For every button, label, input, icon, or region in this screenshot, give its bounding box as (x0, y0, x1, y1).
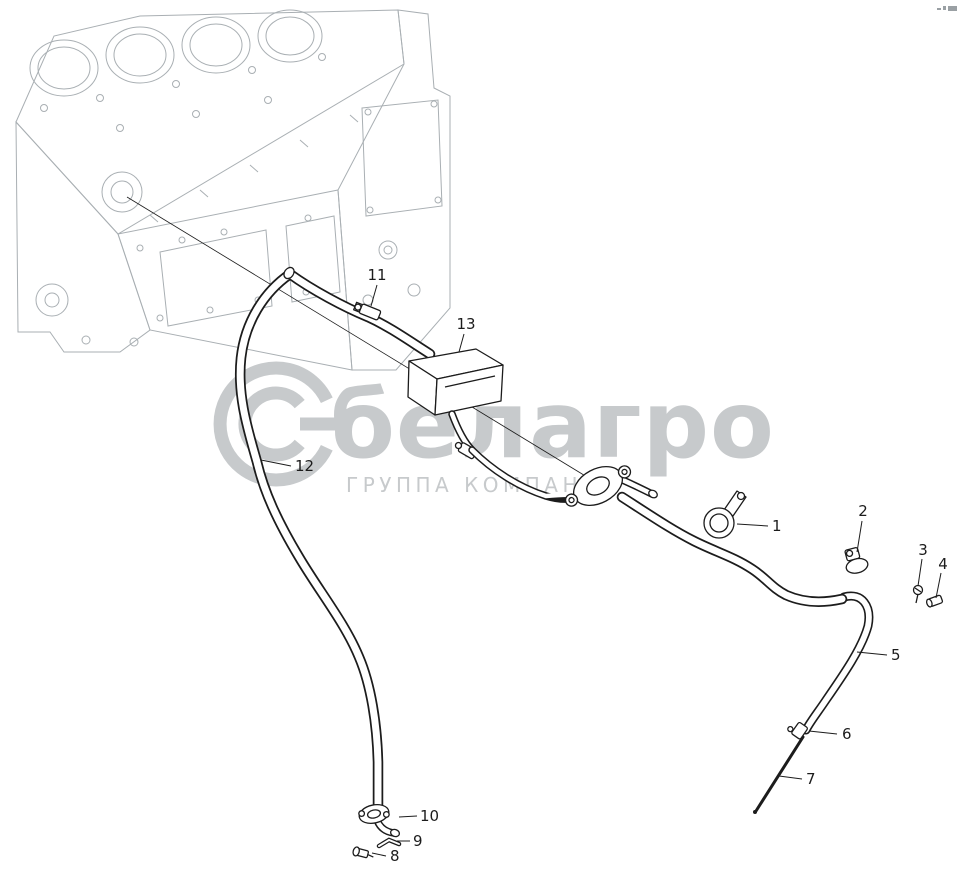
cylinder-bores (29, 9, 323, 97)
corner-mark (937, 6, 957, 11)
part-7-dipstick (753, 735, 805, 814)
tube-flange (564, 465, 658, 507)
callout-6: 6 (808, 725, 852, 743)
part-1-clamp (703, 490, 747, 539)
callout-label-5: 5 (891, 646, 901, 664)
callout-label-7: 7 (806, 770, 816, 788)
callout-label-10: 10 (420, 807, 439, 825)
part-8-bolt (352, 846, 374, 859)
part-4-bolt (925, 594, 944, 608)
callout-label-4: 4 (938, 555, 948, 573)
part-3-screw (912, 584, 924, 604)
callout-label-3: 3 (918, 541, 928, 559)
callouts: 1 2 3 4 5 6 7 8 (260, 266, 948, 865)
part-9-bracket (376, 837, 402, 849)
callout-label-6: 6 (842, 725, 852, 743)
dipstick-port-hole (101, 171, 143, 213)
callout-2: 2 (856, 502, 868, 553)
callout-4: 4 (935, 555, 948, 599)
callout-12: 12 (260, 457, 314, 475)
hose-joint (283, 266, 295, 280)
callout-3: 3 (917, 541, 928, 587)
callout-label-12: 12 (295, 457, 314, 475)
part-5-tube (801, 591, 874, 735)
callout-9: 9 (397, 832, 423, 850)
deck-bolt-holes (40, 53, 326, 132)
callout-10: 10 (398, 807, 439, 825)
part-10-elbow (358, 804, 401, 838)
mount-alignment-line (126, 196, 593, 481)
callout-7: 7 (778, 770, 816, 788)
callout-label-11: 11 (367, 266, 386, 284)
part-6-clamp (787, 721, 808, 740)
engine-block-sketch (15, 9, 451, 371)
part-2-clamp (844, 546, 869, 574)
callout-11: 11 (367, 266, 387, 307)
callout-1: 1 (736, 517, 782, 535)
part-12-hose (234, 266, 436, 819)
callout-8: 8 (371, 847, 400, 865)
callout-label-1: 1 (772, 517, 782, 535)
part-11-clamp (353, 301, 382, 321)
callout-5: 5 (856, 646, 901, 664)
part-13-bracket (407, 348, 504, 460)
watermark-title: белагро (330, 371, 775, 479)
callout-label-8: 8 (390, 847, 400, 865)
watermark: белагро ГРУППА КОМПАНИЙ (213, 361, 775, 497)
callout-label-2: 2 (858, 502, 868, 520)
callout-13: 13 (456, 315, 476, 353)
callout-label-13: 13 (456, 315, 475, 333)
callout-label-9: 9 (413, 832, 423, 850)
hose-flange-to-tube (616, 491, 848, 607)
